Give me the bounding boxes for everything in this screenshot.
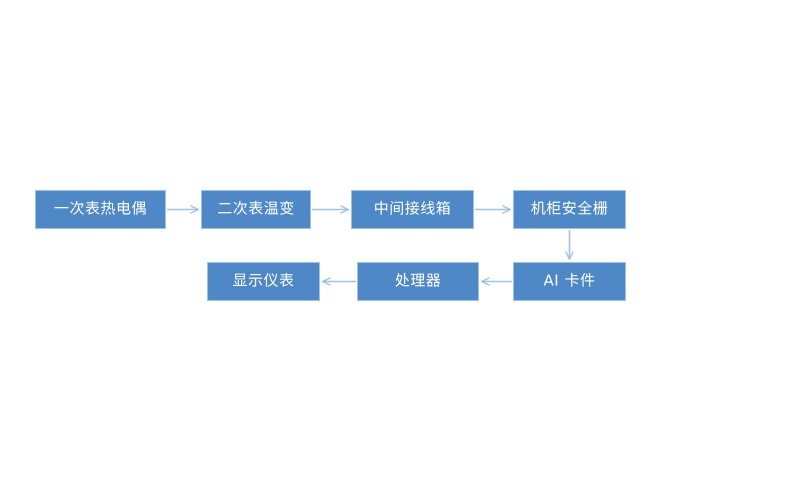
node-label: 显示仪表 [232, 271, 295, 290]
node-label: 一次表热电偶 [53, 199, 147, 218]
node-label: 机柜安全栅 [530, 199, 609, 218]
node-display-instrument[interactable]: 显示仪表 [207, 262, 320, 301]
node-label: 中间接线箱 [373, 199, 452, 218]
node-cabinet-safety-barrier[interactable]: 机柜安全栅 [513, 190, 626, 229]
node-junction-box[interactable]: 中间接线箱 [351, 190, 474, 229]
node-label: 处理器 [394, 271, 442, 290]
node-label: AI 卡件 [543, 271, 596, 290]
node-ai-card[interactable]: AI 卡件 [513, 262, 626, 301]
node-primary-thermocouple[interactable]: 一次表热电偶 [35, 190, 166, 229]
node-label: 二次表温变 [217, 199, 295, 218]
node-processor[interactable]: 处理器 [357, 262, 479, 301]
node-secondary-transmitter[interactable]: 二次表温变 [201, 190, 311, 229]
